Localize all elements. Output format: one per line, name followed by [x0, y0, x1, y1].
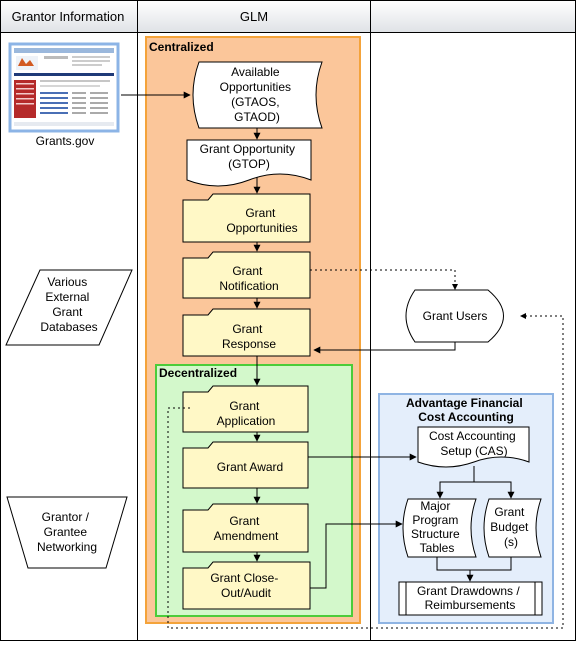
arrow-major-to-drawdowns — [436, 557, 474, 582]
grant-closeout-label: Grant Close- Out/Audit — [210, 571, 281, 600]
grant-budget-label: Grant Budget (s) — [490, 505, 531, 549]
grants-gov-caption: Grants.gov — [36, 134, 95, 148]
available-opportunities-label: Available Opportunities (GTAOS, GTAOD) — [220, 65, 295, 124]
available-opportunities-shape — [192, 61, 323, 129]
grants-gov-website-thumbnail — [8, 42, 120, 133]
header-glm: GLM — [240, 9, 268, 24]
major-program-label: Major Program Structure Tables — [411, 499, 463, 555]
dotted-arrowhead-users-right — [520, 313, 526, 319]
grant-users-shape — [405, 289, 504, 343]
advantage-title: Advantage Financial Cost Accounting — [406, 396, 526, 424]
grant-award-folder — [182, 441, 309, 489]
major-program-shape — [402, 498, 477, 558]
line-budget-to-drawdowns — [470, 557, 512, 571]
decentralized-panel-border — [155, 364, 353, 617]
grant-closeout-folder — [182, 561, 311, 610]
grant-amendment-label: Grant Amendment — [214, 514, 279, 543]
grant-application-label: Grant Application — [217, 399, 276, 428]
cas-label: Cost Accounting Setup (CAS) — [429, 429, 519, 458]
networking-label: Grantor / Grantee Networking — [37, 510, 97, 554]
networking-shape — [6, 496, 128, 569]
dotted-notification-to-users — [310, 269, 456, 282]
arrow-closeout-to-major-program — [310, 520, 403, 589]
grant-opportunity-label: Grant Opportunity (GTOP) — [200, 142, 299, 171]
centralized-panel-border — [145, 36, 361, 624]
drawdowns-label: Grant Drawdowns / Reimbursements — [417, 584, 523, 612]
grant-budget-shape — [483, 498, 542, 558]
arrow-cas-to-budget — [474, 481, 515, 499]
cas-document — [417, 426, 530, 468]
external-databases-label: Various External Grant Databases — [40, 275, 97, 334]
external-databases-shape — [5, 269, 133, 346]
grant-opportunities-label: Grant Opportunities — [226, 206, 297, 235]
grant-award-label: Grant Award — [217, 460, 283, 474]
arrow-users-to-response — [313, 342, 456, 354]
dotted-arrowhead-users-top — [452, 284, 458, 290]
grant-opportunities-folder — [182, 193, 311, 243]
grant-response-label: Grant Response — [222, 322, 276, 351]
grant-notification-folder — [182, 251, 311, 299]
centralized-title: Centralized — [149, 40, 214, 54]
grant-amendment-folder — [182, 503, 309, 553]
header-grantor-information: Grantor Information — [12, 9, 125, 24]
swimlane-header — [0, 0, 576, 33]
grant-response-folder — [182, 308, 311, 357]
connectors — [121, 91, 515, 589]
decentralized-title: Decentralized — [159, 366, 237, 380]
grant-opportunity-document — [186, 139, 312, 187]
grant-users-label: Grant Users — [423, 309, 488, 323]
grant-notification-label: Grant Notification — [219, 264, 278, 293]
advantage-panel-border — [378, 393, 554, 624]
dotted-application-to-users — [167, 315, 564, 629]
dotted-connectors — [167, 269, 564, 629]
grant-application-folder — [182, 385, 309, 433]
drawdowns-box — [398, 581, 543, 616]
arrow-cas-to-major-program — [436, 466, 475, 499]
